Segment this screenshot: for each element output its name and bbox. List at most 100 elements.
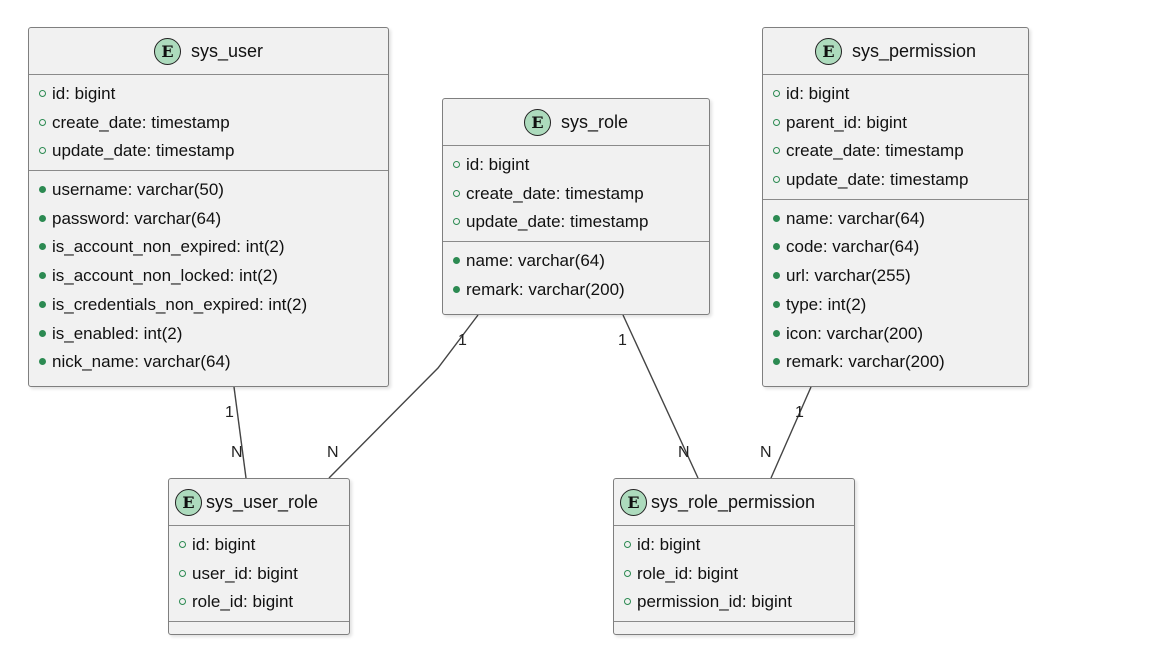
entity-icon: E — [175, 488, 202, 516]
column-marker-icon — [453, 257, 460, 265]
entity-header: E sys_role — [443, 99, 709, 146]
entity-header: E sys_user_role — [169, 479, 349, 526]
field: name: varchar(64) — [443, 247, 709, 276]
column-marker-icon — [39, 243, 46, 251]
key-marker-icon — [179, 569, 186, 577]
column-marker-icon — [39, 272, 46, 280]
entity-icon: E — [523, 108, 551, 136]
field: code: varchar(64) — [763, 233, 1028, 262]
cardinality-label: 1 — [458, 332, 467, 349]
field: id: bigint — [614, 531, 854, 560]
key-section: id: bigint parent_id: bigint create_date… — [763, 75, 1028, 200]
key-marker-icon — [179, 598, 186, 606]
field: is_account_non_locked: int(2) — [29, 262, 388, 291]
field: remark: varchar(200) — [763, 348, 1028, 377]
key-marker-icon — [179, 541, 186, 548]
field: id: bigint — [169, 531, 349, 560]
column-section: username: varchar(50) password: varchar(… — [29, 171, 388, 381]
entity-title: sys_user_role — [206, 491, 319, 512]
key-marker-icon — [773, 147, 780, 155]
column-marker-icon — [773, 300, 780, 308]
column-marker-icon — [773, 358, 780, 366]
column-marker-icon — [39, 214, 46, 222]
entity-sys-role-permission[interactable]: E sys_role_permission id: bigint role_id… — [613, 478, 855, 635]
field: password: varchar(64) — [29, 205, 388, 234]
column-marker-icon — [773, 272, 780, 280]
field: create_date: timestamp — [443, 180, 709, 209]
entity-header: E sys_user — [29, 28, 388, 75]
field: is_credentials_non_expired: int(2) — [29, 291, 388, 320]
column-marker-icon — [773, 329, 780, 337]
field: name: varchar(64) — [763, 205, 1028, 234]
field: user_id: bigint — [169, 560, 349, 589]
field: parent_id: bigint — [763, 109, 1028, 138]
field: create_date: timestamp — [763, 137, 1028, 166]
cardinality-label: 1 — [795, 404, 804, 421]
entity-icon: E — [814, 37, 842, 65]
cardinality-label: N — [760, 444, 772, 461]
entity-sys-user[interactable]: E sys_user id: bigint create_date: times… — [28, 27, 389, 387]
entity-header: E sys_role_permission — [614, 479, 854, 526]
key-marker-icon — [773, 90, 780, 97]
column-marker-icon — [39, 300, 46, 308]
field: url: varchar(255) — [763, 262, 1028, 291]
key-section: id: bigint user_id: bigint role_id: bigi… — [169, 526, 349, 623]
field: update_date: timestamp — [29, 137, 388, 166]
key-marker-icon — [39, 90, 46, 97]
cardinality-label: N — [678, 444, 690, 461]
link-sys-permission-to-sys-role-permission — [770, 386, 812, 479]
field: id: bigint — [763, 80, 1028, 109]
entity-sys-permission[interactable]: E sys_permission id: bigint parent_id: b… — [762, 27, 1029, 387]
key-marker-icon — [453, 189, 460, 197]
key-section: id: bigint role_id: bigint permission_id… — [614, 526, 854, 623]
field: username: varchar(50) — [29, 176, 388, 205]
cardinality-label: 1 — [225, 404, 234, 421]
key-section: id: bigint create_date: timestamp update… — [29, 75, 388, 172]
entity-title: sys_role_permission — [651, 491, 816, 512]
key-marker-icon — [624, 598, 631, 606]
entity-title: sys_role — [560, 111, 629, 132]
column-marker-icon — [39, 329, 46, 337]
link-sys-role-to-sys-role-permission — [622, 314, 699, 479]
field: id: bigint — [29, 80, 388, 109]
column-section — [169, 622, 349, 640]
entity-title: sys_user — [190, 40, 264, 61]
entity-sys-role[interactable]: E sys_role id: bigint create_date: times… — [442, 98, 710, 315]
column-section — [614, 622, 854, 640]
key-marker-icon — [453, 161, 460, 168]
field: update_date: timestamp — [763, 166, 1028, 195]
field: icon: varchar(200) — [763, 320, 1028, 349]
entity-title: sys_permission — [851, 40, 977, 61]
field: type: int(2) — [763, 291, 1028, 320]
column-section: name: varchar(64) remark: varchar(200) — [443, 242, 709, 308]
field: role_id: bigint — [614, 560, 854, 589]
key-marker-icon — [453, 218, 460, 226]
column-section: name: varchar(64) code: varchar(64) url:… — [763, 200, 1028, 381]
cardinality-label: N — [327, 444, 339, 461]
entity-header: E sys_permission — [763, 28, 1028, 75]
key-marker-icon — [39, 147, 46, 155]
link-sys-user-to-sys-user-role — [233, 386, 247, 479]
field: permission_id: bigint — [614, 588, 854, 617]
field: is_account_non_expired: int(2) — [29, 233, 388, 262]
link-sys-role-to-sys-user-role — [328, 314, 479, 479]
entity-icon: E — [153, 37, 181, 65]
key-marker-icon — [773, 118, 780, 126]
key-marker-icon — [39, 118, 46, 126]
field: is_enabled: int(2) — [29, 320, 388, 349]
column-marker-icon — [39, 358, 46, 366]
field: nick_name: varchar(64) — [29, 348, 388, 377]
column-marker-icon — [39, 186, 46, 194]
key-marker-icon — [624, 541, 631, 548]
key-marker-icon — [773, 176, 780, 184]
cardinality-label: N — [231, 444, 243, 461]
key-section: id: bigint create_date: timestamp update… — [443, 146, 709, 243]
entity-sys-user-role[interactable]: E sys_user_role id: bigint user_id: bigi… — [168, 478, 350, 635]
column-marker-icon — [773, 243, 780, 251]
field: remark: varchar(200) — [443, 276, 709, 305]
entity-icon: E — [620, 488, 647, 516]
field: create_date: timestamp — [29, 109, 388, 138]
cardinality-label: 1 — [618, 332, 627, 349]
field: update_date: timestamp — [443, 208, 709, 237]
